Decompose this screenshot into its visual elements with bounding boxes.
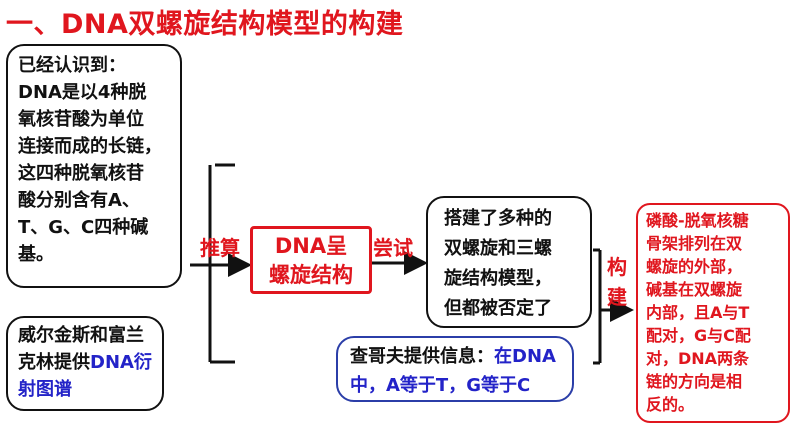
models-line-3: 旋结构模型， [444,268,552,289]
known-line-7: T、G、C四种碱 [18,217,149,238]
known-line-1: 已经认识到： [18,55,126,76]
result-line-3: 螺旋的外部， [646,257,743,276]
chargaff-text: 查哥夫提供信息： [350,346,494,367]
infer-label: 推算 [200,236,240,260]
models-box: 搭建了多种的 双螺旋和三螺 旋结构模型， 但都被否定了 [426,196,592,328]
known-line-6: 酸分别含有A、 [18,190,140,211]
result-line-8: 链的方向是相 [646,372,743,391]
result-line-6: 配对，G与C配 [646,326,751,345]
chargaff-info-text: 在DNA中，A等于T，G等于C [350,346,556,396]
result-box: 磷酸-脱氧核糖 骨架排列在双 螺旋的外部， 碱基在双螺旋 内部，且A与T 配对，… [636,203,790,423]
dna-helix-box: DNA呈 螺旋结构 [250,226,372,294]
models-line-4: 但都被否定了 [444,298,552,319]
result-line-1: 磷酸-脱氧核糖 [646,211,749,230]
known-line-5: 这四种脱氧核苷 [18,163,144,184]
result-line-4: 碱基在双螺旋 [646,280,743,299]
try-label: 尝试 [373,236,413,260]
known-line-8: 基。 [18,244,54,265]
result-line-2: 骨架排列在双 [646,234,743,253]
chargaff-box: 查哥夫提供信息：在DNA中，A等于T，G等于C [336,336,574,402]
page-title: 一、DNA双螺旋结构模型的构建 [6,9,404,40]
wilkins-franklin-box: 威尔金斯和富兰克林提供DNA衍射图谱 [6,316,164,411]
known-line-3: 氧核苷酸为单位 [18,109,144,130]
known-facts-box: 已经认识到： DNA是以4种脱 氧核苷酸为单位 连接而成的长链， 这四种脱氧核苷… [6,44,182,288]
known-line-4: 连接而成的长链， [18,136,162,157]
wilkins-text: 威尔金斯和富兰克林提供 [18,325,144,373]
result-line-5: 内部，且A与T [646,303,750,322]
helix-line-2: 螺旋结构 [269,263,353,287]
result-line-9: 反的。 [646,395,695,414]
helix-line-1: DNA呈 [274,234,348,258]
diffraction-pattern-text: DNA衍射图谱 [18,352,152,400]
build-label-char-1: 构 [607,255,627,279]
models-line-1: 搭建了多种的 [444,208,552,229]
result-line-7: 对，DNA两条 [646,349,750,368]
models-line-2: 双螺旋和三螺 [444,238,552,259]
build-label-char-2: 建 [607,285,627,309]
known-line-2: DNA是以4种脱 [18,82,147,103]
